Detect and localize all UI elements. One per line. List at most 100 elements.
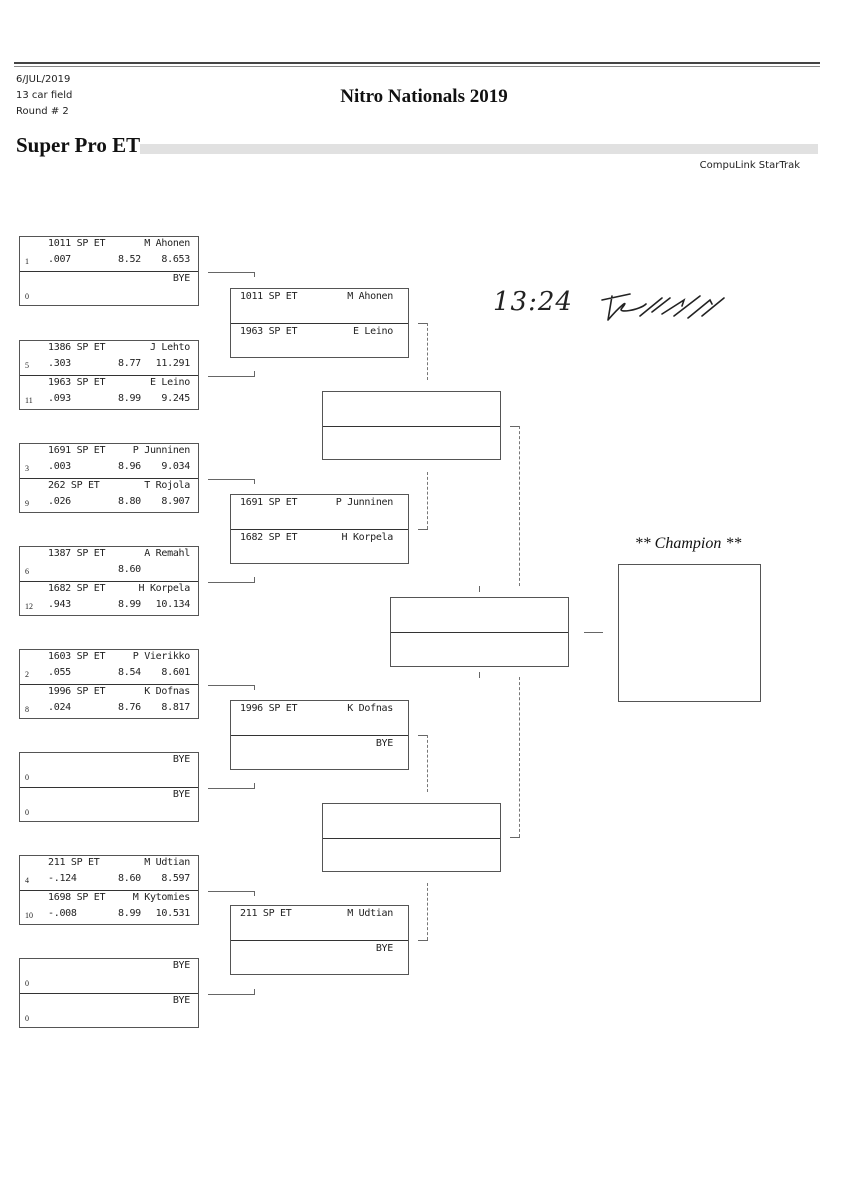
elapsed-time: 8.601 [161, 667, 190, 678]
final-matchup[interactable] [390, 597, 569, 667]
car-number: 1682 SP ET [48, 583, 106, 594]
r2-connector-dashed [427, 883, 428, 940]
driver-name: P Junninen [132, 445, 191, 456]
driver-name: BYE [375, 943, 393, 954]
car-number: 1963 SP ET [240, 326, 298, 337]
reaction-time: .055 [48, 667, 71, 678]
driver-name: J Lehto [149, 342, 190, 353]
lane-top[interactable] [323, 392, 500, 427]
r3-connector-dashed [519, 677, 520, 837]
final-tick-top [479, 586, 480, 592]
seed-number: 12 [25, 602, 33, 611]
header-rule [14, 62, 820, 64]
dial-in: 8.52 [118, 254, 141, 265]
lane-top[interactable] [323, 804, 500, 839]
car-number: 1996 SP ET [48, 686, 106, 697]
reaction-time: .093 [48, 393, 71, 404]
car-number: 1963 SP ET [48, 377, 106, 388]
r1-connector-tick [254, 783, 255, 788]
champion-box[interactable] [618, 564, 761, 702]
driver-name: M Udtian [347, 908, 393, 919]
reaction-time: .943 [48, 599, 71, 610]
class-title: Super Pro ET [16, 133, 141, 157]
r3-connector [510, 426, 520, 427]
dial-in: 8.54 [118, 667, 141, 678]
seed-number: 5 [25, 361, 29, 370]
dial-in: 8.99 [118, 908, 141, 919]
round3-matchup[interactable] [322, 803, 501, 872]
driver-name: K Dofnas [347, 703, 393, 714]
driver-name: BYE [172, 754, 190, 765]
round-number: Round # 2 [16, 106, 69, 117]
driver-name: H Korpela [341, 532, 394, 543]
r1-connector-tick [254, 577, 255, 582]
driver-name: M Udtian [144, 857, 190, 868]
reaction-time: .026 [48, 496, 71, 507]
r1-connector-tick [254, 479, 255, 484]
lane-bottom[interactable] [323, 427, 500, 460]
seed-number: 1 [25, 257, 29, 266]
elapsed-time: 9.034 [161, 461, 190, 472]
lane-bottom[interactable] [323, 839, 500, 872]
elapsed-time: 8.907 [161, 496, 190, 507]
r1-connector [208, 685, 255, 686]
r1-connector-tick [254, 891, 255, 896]
software-name: CompuLink StarTrak [699, 160, 800, 171]
r1-connector [208, 788, 255, 789]
event-title: Nitro Nationals 2019 [340, 86, 508, 107]
r2-connector-dashed [427, 472, 428, 529]
final-lane-top[interactable] [391, 598, 568, 633]
final-lane-bottom[interactable] [391, 633, 568, 667]
elapsed-time: 8.653 [161, 254, 190, 265]
header-rule-thin [14, 66, 820, 67]
lane-bottom[interactable]: BYE [231, 736, 408, 770]
seed-number: 4 [25, 876, 29, 885]
elapsed-time: 9.245 [161, 393, 190, 404]
reaction-time: -.124 [48, 873, 77, 884]
round3-matchup[interactable] [322, 391, 501, 460]
car-number: 262 SP ET [48, 480, 100, 491]
r2-connector-dashed [427, 735, 428, 792]
reaction-time: -.008 [48, 908, 77, 919]
driver-name: BYE [172, 995, 190, 1006]
r2-connector [418, 940, 428, 941]
seed-number: 3 [25, 464, 29, 473]
lane-bottom[interactable]: BYE [231, 941, 408, 975]
seed-number: 0 [25, 808, 29, 817]
car-number: 1011 SP ET [48, 238, 106, 249]
